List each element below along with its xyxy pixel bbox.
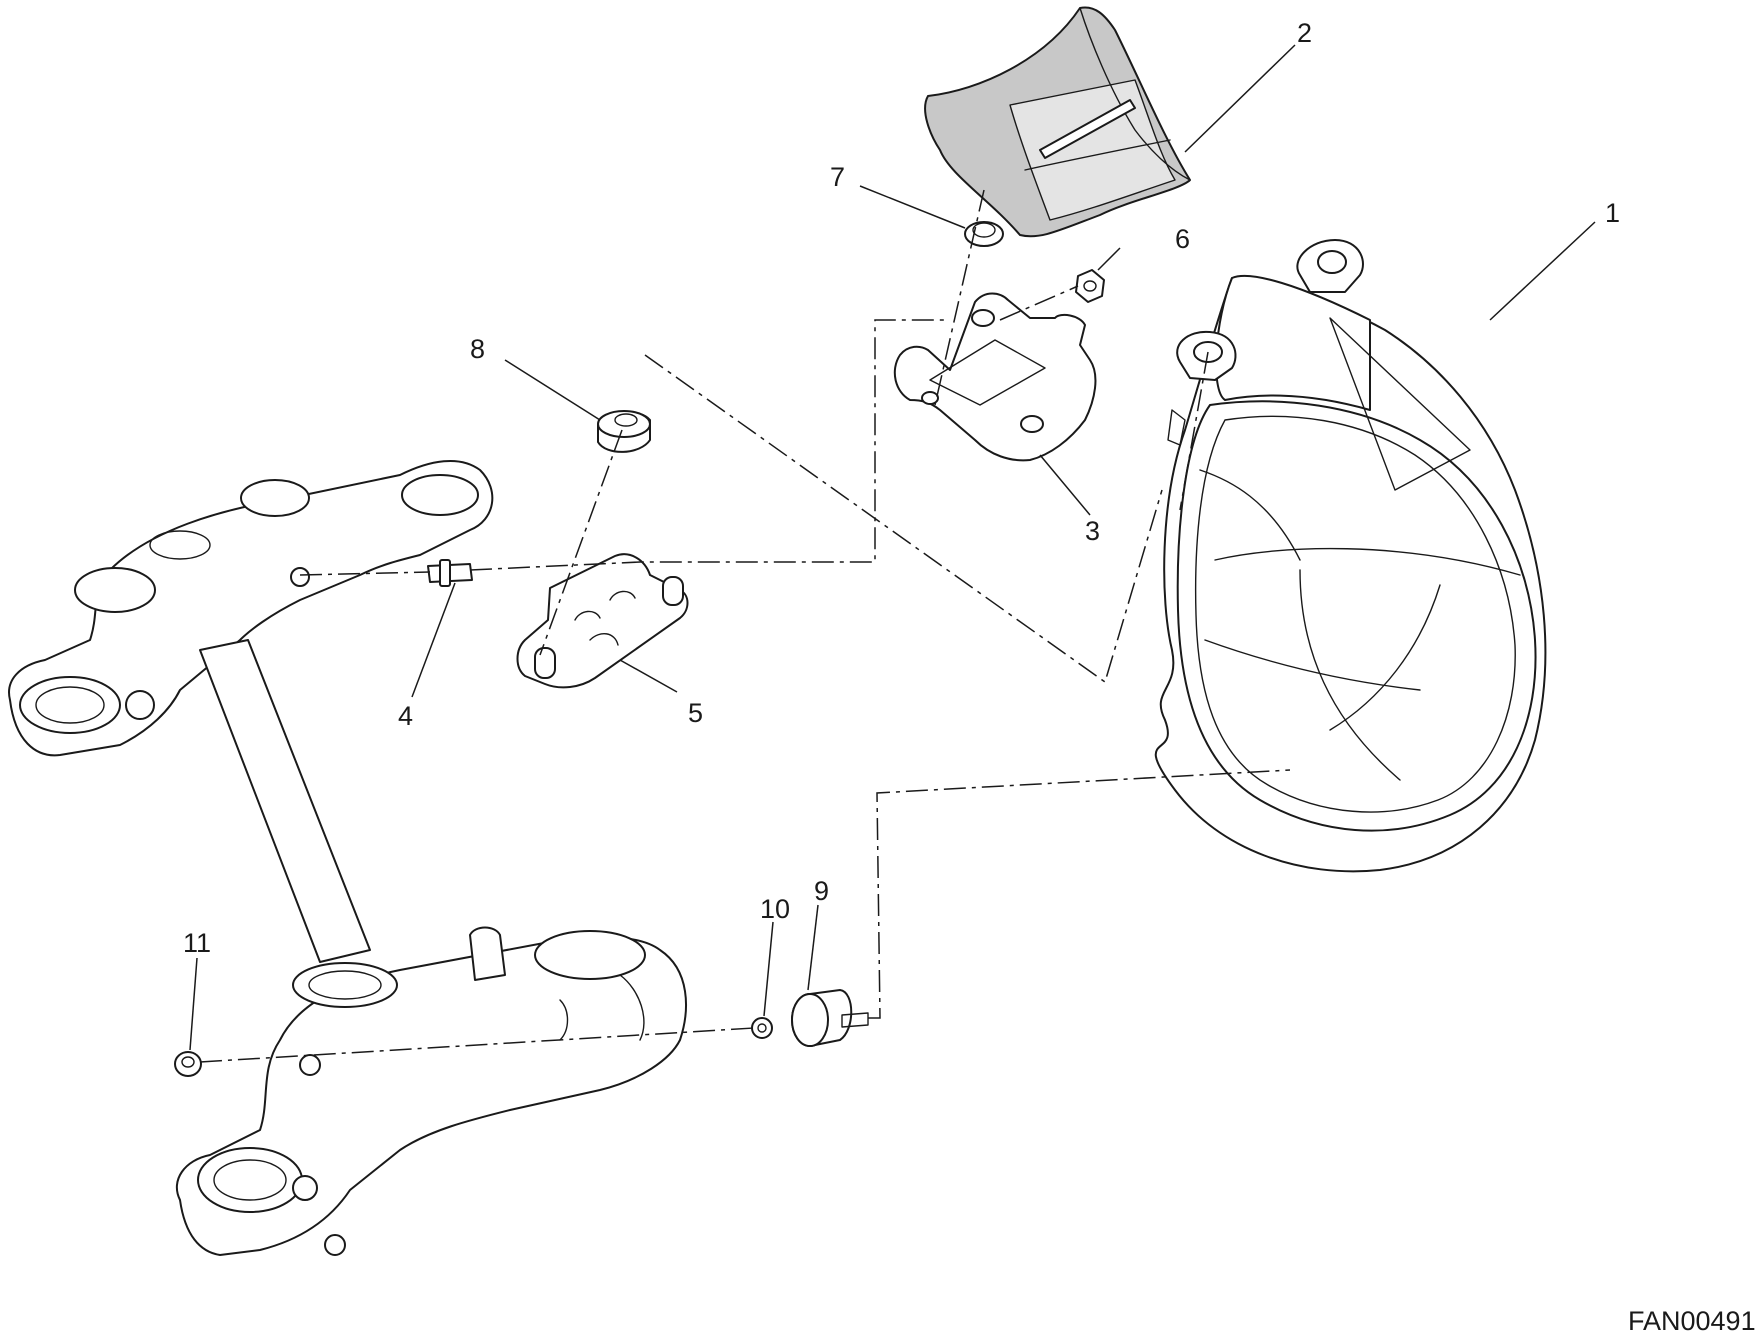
callout-4: 4: [398, 701, 413, 731]
callout-9: 9: [814, 876, 829, 906]
callout-10: 10: [760, 894, 790, 924]
part-10-washer: [751, 1017, 773, 1039]
part-1-headlight: [1154, 239, 1547, 873]
part-2-upper-cover: [924, 6, 1191, 238]
assembly-lines: [199, 189, 1291, 1063]
callout-2: 2: [1297, 18, 1312, 48]
callout-labels: 1 2 3 4 5 6 7 8 9 10 11: [183, 18, 1620, 958]
part-9-spacer: [791, 989, 869, 1047]
steering-yoke-assembly: [8, 459, 687, 1256]
part-8-rubber-grommet: [597, 410, 651, 453]
drawing-code: FAN00491: [1628, 1306, 1756, 1336]
part-6-nut: [1075, 269, 1105, 303]
callout-1: 1: [1605, 198, 1620, 228]
part-7-grommet: [964, 221, 1004, 247]
callout-8: 8: [470, 334, 485, 364]
callout-5: 5: [688, 698, 703, 728]
leader-lines: [189, 44, 1596, 1051]
callout-7: 7: [830, 162, 845, 192]
part-4-stud: [427, 559, 473, 587]
part-5-support-plate: [516, 553, 689, 689]
callout-6: 6: [1175, 224, 1190, 254]
part-3-headlight-bracket: [893, 292, 1097, 462]
part-11-nut: [174, 1051, 202, 1077]
callout-11: 11: [183, 928, 211, 958]
callout-3: 3: [1085, 516, 1100, 546]
